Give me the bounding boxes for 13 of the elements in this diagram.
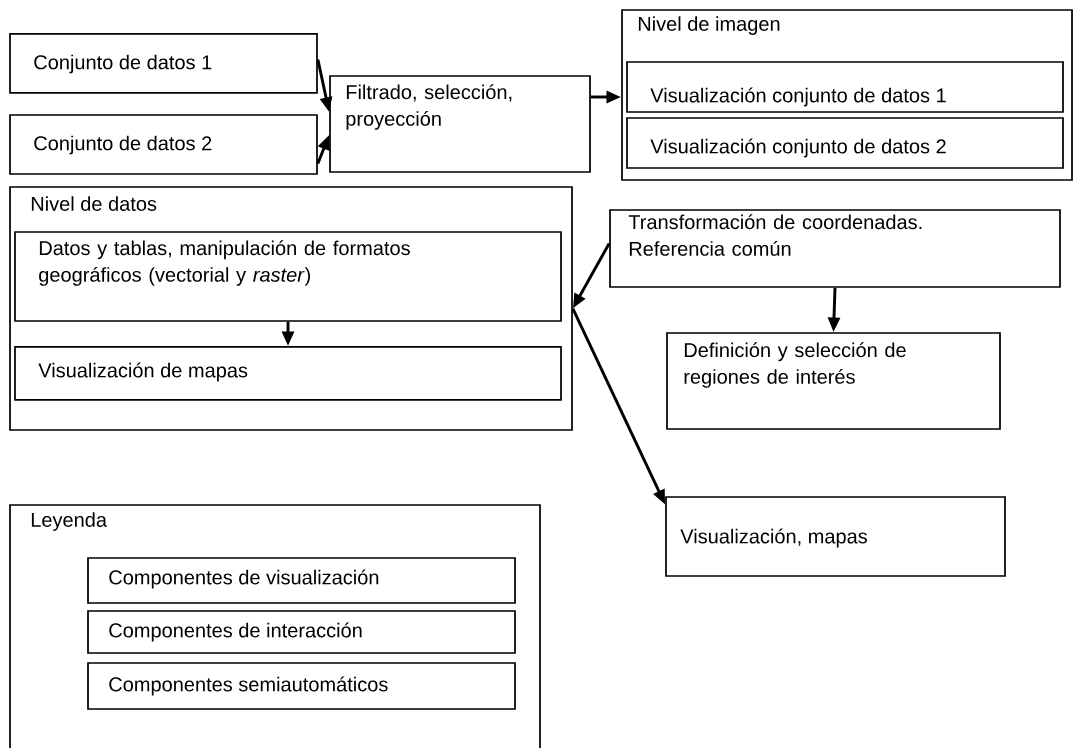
process-box: Conjunto de datos 1 (9, 33, 318, 94)
process-box: Conjunto de datos 2 (9, 114, 318, 175)
process-box: Transformación de coordenadas. Referencia común (609, 209, 1061, 288)
process-box: Filtrado, selección, proyección (329, 75, 591, 173)
process-box: Visualización conjunto de datos 2 (626, 117, 1064, 169)
process-box: Definición y selección de regiones de interés (666, 332, 1001, 430)
process-box: Visualización conjunto de datos 1 (626, 61, 1064, 113)
process-box: Datos y tablas, manipulación de formatos geográficos (vectorial y raster) (14, 231, 562, 322)
process-box: Visualización, mapas (665, 496, 1006, 577)
process-box: Componentes de interacción (87, 610, 516, 654)
process-box: Componentes de visualización (87, 557, 516, 604)
process-box: Componentes semiautomáticos (87, 662, 516, 710)
process-box: Visualización de mapas (14, 346, 562, 401)
